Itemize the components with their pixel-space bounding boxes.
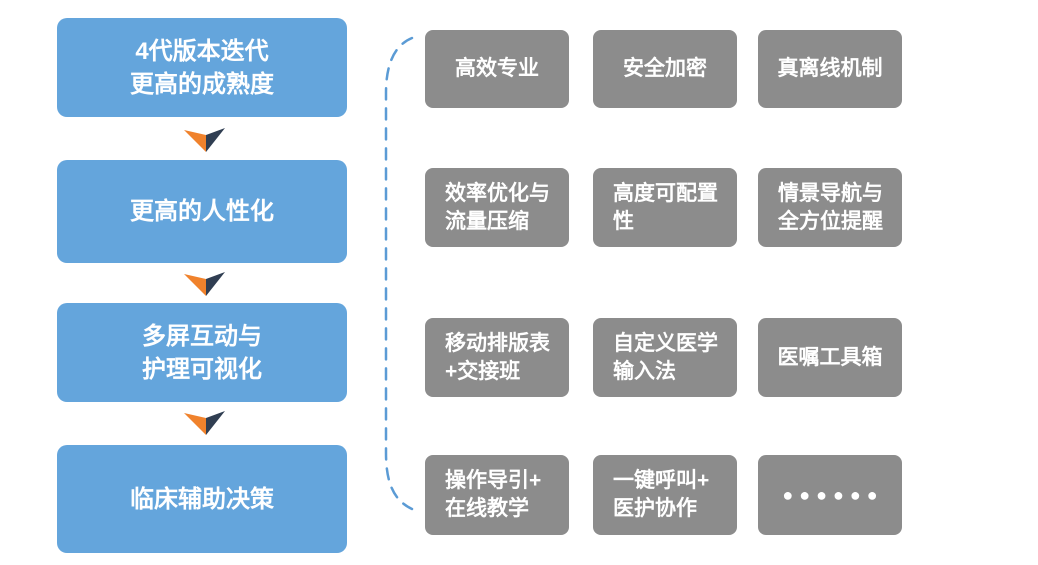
feature-mobile-layout-shift: 移动排版表 +交接班 [425, 318, 569, 397]
feature-onekey-call-collab: 一键呼叫+ 医护协作 [593, 455, 737, 535]
feature-order-toolbox: 医嘱工具箱 [758, 318, 902, 397]
feature-true-offline: 真离线机制 [758, 30, 902, 108]
flow-step-clinical-decision: 临床辅助决策 [57, 445, 347, 553]
feature-secure-encryption: 安全加密 [593, 30, 737, 108]
feature-more-ellipsis: ●●●●●● [758, 455, 902, 535]
feature-guide-online-teaching: 操作导引+ 在线教学 [425, 455, 569, 535]
flow-step-humanization: 更高的人性化 [57, 160, 347, 263]
feature-context-navigation: 情景导航与 全方位提醒 [758, 168, 902, 247]
feature-configurability: 高度可配置 性 [593, 168, 737, 247]
feature-custom-medical-ime: 自定义医学 输入法 [593, 318, 737, 397]
down-arrow-icon [184, 411, 225, 435]
down-arrow-icon [184, 128, 225, 152]
flow-step-multiscreen-nursing: 多屏互动与 护理可视化 [57, 303, 347, 402]
dashed-brace-line [384, 36, 414, 511]
feature-efficiency-compression: 效率优化与 流量压缩 [425, 168, 569, 247]
flow-step-version-maturity: 4代版本迭代 更高的成熟度 [57, 18, 347, 117]
down-arrow-icon [184, 272, 225, 296]
feature-efficient-professional: 高效专业 [425, 30, 569, 108]
